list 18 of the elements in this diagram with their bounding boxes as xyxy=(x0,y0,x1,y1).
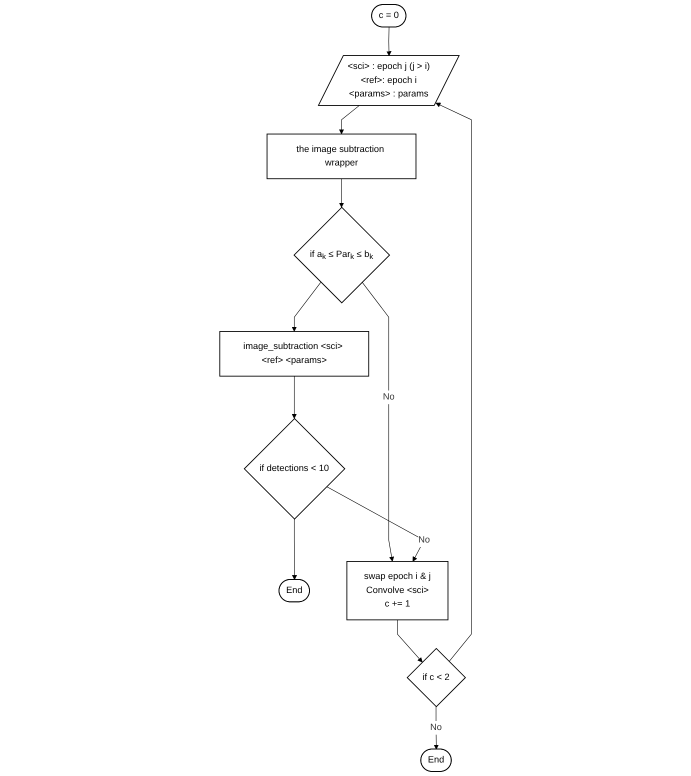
arrow xyxy=(338,178,344,208)
node-diamond: if a$_{k}$ ≤ Par$_{k}$ ≤ b$_{k}$ xyxy=(293,206,390,304)
node-diamond: if detections < 10 xyxy=(244,418,346,520)
node-diamond: if c < 2 xyxy=(406,648,466,708)
arrow xyxy=(386,26,392,56)
arrow xyxy=(292,376,297,419)
edge-label: No xyxy=(382,392,395,402)
arrow xyxy=(362,282,394,562)
arrow xyxy=(292,518,297,580)
edge-label: No xyxy=(430,722,442,732)
arrow xyxy=(338,105,360,134)
node-box: image_subtraction <sci> <ref> <params> xyxy=(219,331,370,377)
edge-label: No xyxy=(418,535,430,545)
node-box: swap epoch i & j Convolve <sci> c += 1 xyxy=(346,561,448,620)
node-box: the image subtraction wrapper xyxy=(266,134,416,180)
arrow xyxy=(436,102,472,662)
arrow xyxy=(292,282,322,332)
arrow xyxy=(397,620,422,662)
